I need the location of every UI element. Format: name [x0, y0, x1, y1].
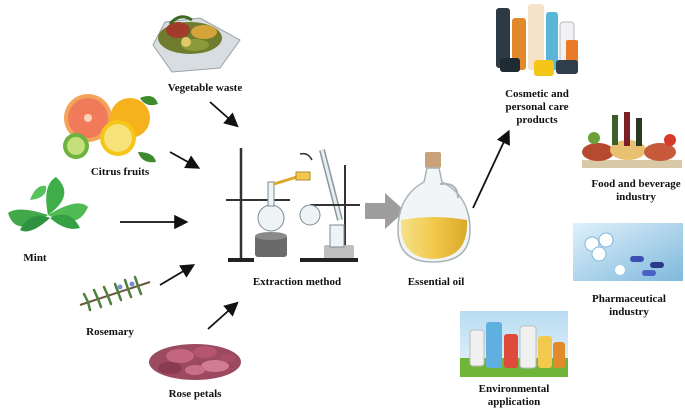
arrow-rosemary-to-extraction	[159, 264, 196, 286]
label-pharmaceutical: Pharmaceutical industry	[592, 293, 666, 318]
mint-image	[8, 177, 88, 232]
extraction-apparatus-image	[226, 148, 360, 262]
label-extraction-method: Extraction method	[252, 276, 342, 288]
arrow-citrus-to-extraction	[169, 151, 201, 169]
arrow-vegetable-to-extraction	[209, 101, 239, 128]
block-arrow	[365, 193, 405, 229]
essential-oil-bottle-image	[397, 152, 471, 263]
environmental-image	[460, 311, 568, 377]
label-citrus-fruits: Citrus fruits	[90, 166, 150, 178]
label-food-beverage: Food and beverage industry	[591, 178, 681, 203]
input-arrows	[120, 101, 510, 330]
cosmetic-products-image	[496, 4, 578, 76]
label-mint: Mint	[23, 252, 47, 264]
label-cosmetic: Cosmetic and personal care products	[505, 88, 569, 126]
rose-petals-image	[149, 344, 241, 380]
label-environmental: Environmental application	[478, 383, 550, 408]
food-beverage-image	[582, 112, 682, 168]
arrow-oil-to-applications	[472, 129, 510, 209]
rosemary-image	[79, 275, 151, 312]
label-vegetable-waste: Vegetable waste	[167, 82, 243, 94]
label-rosemary: Rosemary	[86, 326, 134, 338]
label-essential-oil: Essential oil	[407, 276, 465, 288]
citrus-fruits-image	[63, 94, 158, 163]
arrow-rose-to-extraction	[207, 301, 239, 330]
vegetable-waste-image	[152, 15, 241, 73]
label-rose-petals: Rose petals	[168, 388, 222, 400]
pharmaceutical-image	[573, 223, 683, 281]
